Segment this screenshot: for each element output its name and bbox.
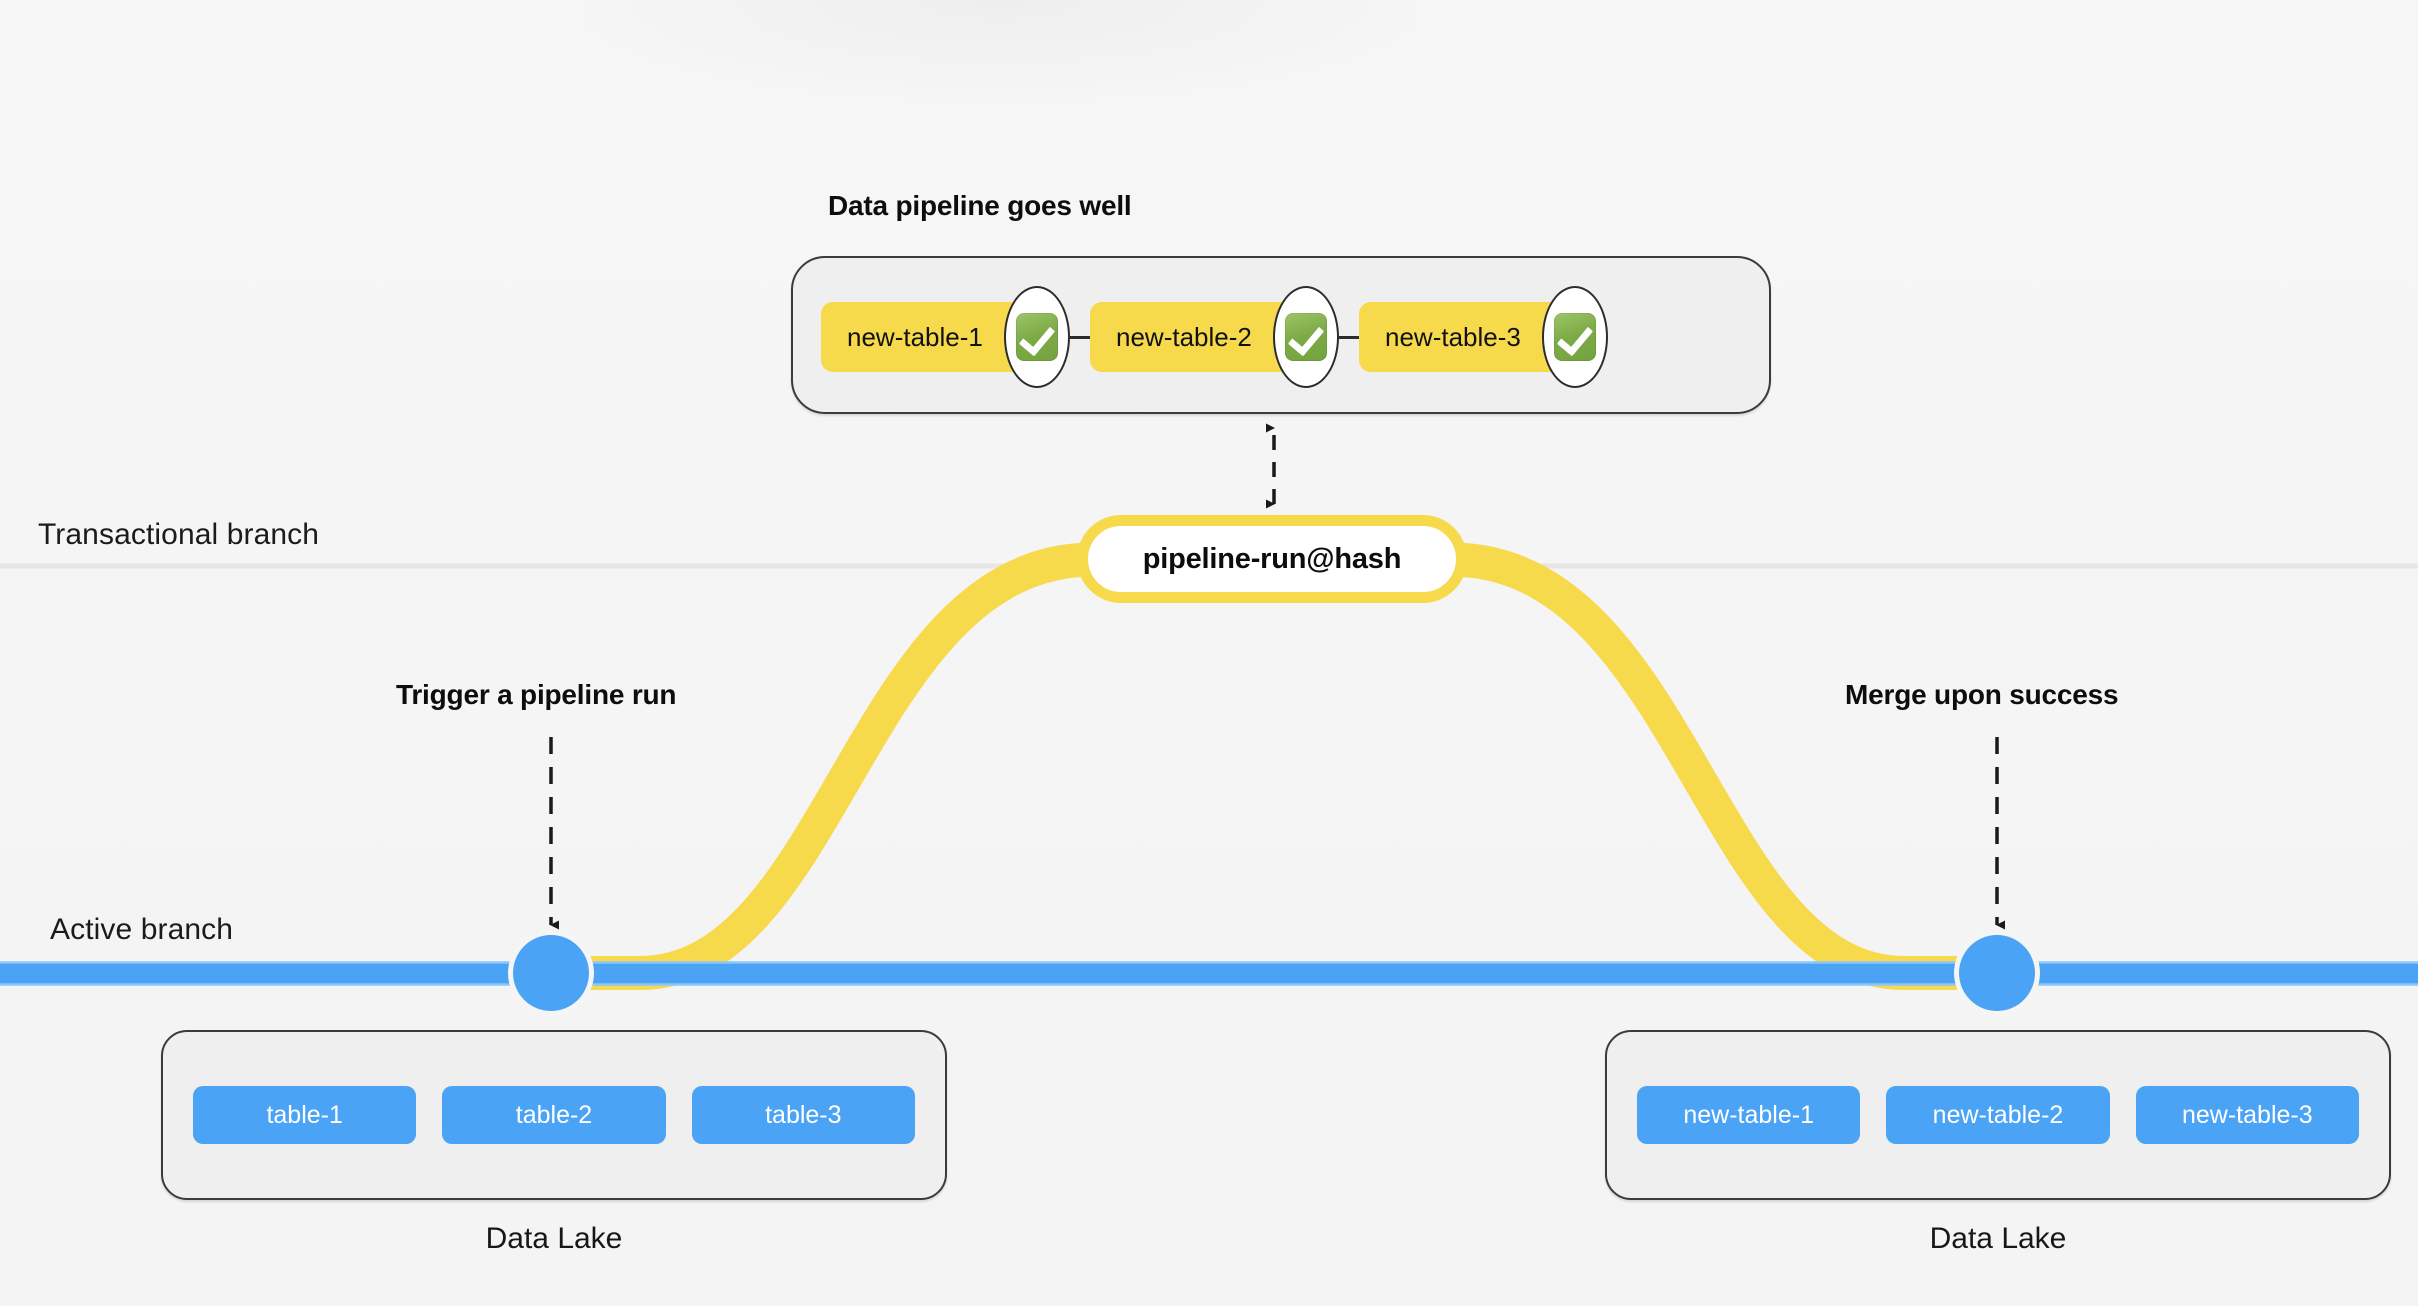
table-chip[interactable]: new-table-1 bbox=[1637, 1086, 1861, 1144]
pipeline-stage[interactable]: new-table-2 bbox=[1090, 286, 1339, 388]
commit-node-trigger[interactable] bbox=[513, 935, 589, 1011]
check-square-icon bbox=[1004, 286, 1070, 388]
transaction-branch-curve bbox=[575, 543, 1990, 990]
pipeline-stage[interactable]: new-table-1 bbox=[821, 286, 1070, 388]
pipeline-run-node[interactable]: pipeline-run@hash bbox=[1077, 515, 1467, 603]
pipeline-stage-connector bbox=[1339, 336, 1359, 339]
data-lake-left: table-1 table-2 table-3 bbox=[161, 1030, 947, 1200]
pipeline-stage-connector bbox=[1070, 336, 1090, 339]
trigger-annotation-label: Trigger a pipeline run bbox=[396, 679, 677, 710]
check-mark-icon bbox=[1554, 313, 1596, 361]
table-chip[interactable]: new-table-3 bbox=[2135, 1086, 2359, 1144]
table-chip[interactable]: new-table-2 bbox=[1886, 1086, 2110, 1144]
check-mark-icon bbox=[1016, 313, 1058, 361]
pipeline-stage[interactable]: new-table-3 bbox=[1359, 286, 1608, 388]
active-branch-label: Active branch bbox=[50, 913, 234, 946]
commit-node-merge[interactable] bbox=[1959, 935, 2035, 1011]
table-chip[interactable]: table-1 bbox=[193, 1086, 417, 1144]
table-chip[interactable]: table-3 bbox=[691, 1086, 915, 1144]
data-lake-right: new-table-1 new-table-2 new-table-3 bbox=[1605, 1030, 2391, 1200]
pipeline-container: new-table-1 new-table-2 new-table-3 bbox=[791, 256, 1771, 414]
check-square-icon bbox=[1542, 286, 1608, 388]
check-square-icon bbox=[1273, 286, 1339, 388]
data-lake-right-caption: Data Lake bbox=[1929, 1222, 2067, 1255]
check-mark-icon bbox=[1285, 313, 1327, 361]
transactional-branch-label: Transactional branch bbox=[38, 518, 320, 551]
data-lake-left-caption: Data Lake bbox=[485, 1222, 623, 1255]
pipeline-callout-title: Data pipeline goes well bbox=[828, 190, 1132, 221]
merge-annotation-label: Merge upon success bbox=[1845, 679, 2119, 710]
table-chip[interactable]: table-2 bbox=[442, 1086, 666, 1144]
